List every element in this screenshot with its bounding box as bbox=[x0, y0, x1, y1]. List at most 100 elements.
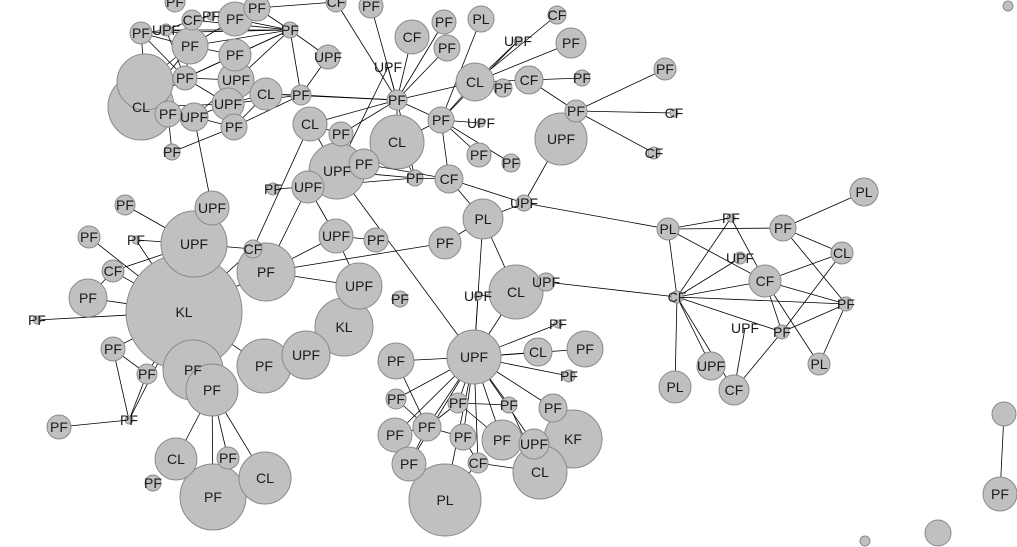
graph-node[interactable] bbox=[394, 19, 430, 55]
graph-node[interactable] bbox=[291, 170, 325, 204]
graph-node[interactable] bbox=[216, 446, 240, 470]
graph-node[interactable] bbox=[266, 182, 280, 196]
graph-node[interactable] bbox=[218, 38, 252, 72]
graph-node[interactable] bbox=[859, 535, 871, 547]
graph-node[interactable] bbox=[982, 476, 1017, 512]
graph-node[interactable] bbox=[318, 218, 354, 254]
graph-node[interactable] bbox=[769, 214, 797, 242]
graph-node[interactable] bbox=[434, 164, 464, 194]
graph-node[interactable] bbox=[446, 329, 502, 385]
graph-node[interactable] bbox=[131, 235, 141, 245]
graph-node[interactable] bbox=[433, 34, 461, 62]
graph-node[interactable] bbox=[774, 324, 790, 340]
graph-node[interactable] bbox=[718, 374, 750, 406]
graph-node[interactable] bbox=[1002, 0, 1014, 12]
graph-node[interactable] bbox=[243, 0, 271, 22]
graph-node[interactable] bbox=[406, 169, 424, 187]
graph-node[interactable] bbox=[462, 198, 504, 240]
graph-node[interactable] bbox=[748, 264, 782, 298]
graph-node[interactable] bbox=[377, 417, 413, 453]
graph-node[interactable] bbox=[369, 114, 425, 170]
graph-node[interactable] bbox=[172, 65, 198, 91]
graph-node[interactable] bbox=[116, 53, 174, 111]
graph-node[interactable] bbox=[455, 62, 495, 102]
graph-node[interactable] bbox=[391, 446, 427, 482]
graph-node[interactable] bbox=[838, 296, 854, 312]
graph-node[interactable] bbox=[363, 227, 389, 253]
graph-node[interactable] bbox=[573, 69, 591, 87]
graph-node[interactable] bbox=[555, 27, 587, 59]
graph-node[interactable] bbox=[328, 121, 354, 147]
graph-node[interactable] bbox=[670, 290, 684, 304]
graph-node[interactable] bbox=[488, 264, 544, 320]
graph-node[interactable] bbox=[114, 194, 136, 216]
graph-node[interactable] bbox=[163, 143, 181, 161]
graph-node[interactable] bbox=[726, 213, 736, 223]
graph-node[interactable] bbox=[206, 11, 216, 21]
graph-node[interactable] bbox=[154, 437, 198, 481]
graph-node[interactable] bbox=[68, 278, 108, 318]
graph-node[interactable] bbox=[566, 330, 604, 368]
graph-node[interactable] bbox=[185, 363, 239, 417]
graph-node[interactable] bbox=[129, 21, 153, 45]
graph-node[interactable] bbox=[428, 226, 462, 260]
graph-node[interactable] bbox=[136, 363, 158, 385]
graph-node[interactable] bbox=[160, 210, 228, 278]
graph-node[interactable] bbox=[473, 291, 483, 301]
graph-node[interactable] bbox=[144, 474, 162, 492]
graph-node[interactable] bbox=[159, 23, 173, 37]
graph-node[interactable] bbox=[335, 262, 383, 310]
graph-node[interactable] bbox=[447, 392, 469, 414]
graph-node[interactable] bbox=[243, 239, 263, 259]
graph-node[interactable] bbox=[386, 89, 408, 111]
graph-node[interactable] bbox=[124, 415, 134, 425]
graph-node[interactable] bbox=[431, 9, 457, 35]
graph-node[interactable] bbox=[377, 342, 415, 380]
graph-node[interactable] bbox=[924, 519, 952, 547]
graph-node[interactable] bbox=[154, 100, 182, 128]
graph-node[interactable] bbox=[32, 315, 42, 325]
graph-node[interactable] bbox=[101, 259, 125, 283]
graph-node[interactable] bbox=[385, 388, 407, 410]
graph-node[interactable] bbox=[653, 57, 677, 81]
graph-node[interactable] bbox=[194, 190, 230, 226]
graph-node[interactable] bbox=[46, 414, 72, 440]
graph-node[interactable] bbox=[325, 0, 347, 13]
graph-node[interactable] bbox=[562, 369, 576, 383]
graph-node[interactable] bbox=[647, 146, 661, 160]
graph-node[interactable] bbox=[220, 113, 248, 141]
graph-node[interactable] bbox=[547, 5, 567, 25]
graph-node[interactable] bbox=[449, 423, 477, 451]
graph-node[interactable] bbox=[501, 153, 521, 173]
graph-node[interactable] bbox=[658, 370, 692, 404]
graph-node[interactable] bbox=[249, 77, 283, 111]
graph-node[interactable] bbox=[669, 108, 679, 118]
graph-node[interactable] bbox=[513, 36, 523, 46]
graph-node[interactable] bbox=[358, 0, 384, 19]
graph-node[interactable] bbox=[523, 337, 553, 367]
graph-node[interactable] bbox=[179, 463, 247, 531]
graph-node[interactable] bbox=[518, 428, 550, 460]
graph-node[interactable] bbox=[427, 106, 455, 134]
graph-node[interactable] bbox=[656, 217, 680, 241]
graph-node[interactable] bbox=[315, 44, 341, 70]
graph-node[interactable] bbox=[100, 336, 126, 362]
graph-node[interactable] bbox=[514, 65, 544, 95]
graph-node[interactable] bbox=[553, 319, 563, 329]
graph-node[interactable] bbox=[408, 463, 482, 537]
graph-node[interactable] bbox=[281, 21, 299, 39]
graph-node[interactable] bbox=[696, 351, 726, 381]
graph-node[interactable] bbox=[476, 118, 486, 128]
graph-node[interactable] bbox=[467, 5, 495, 33]
graph-node[interactable] bbox=[830, 241, 854, 265]
graph-node[interactable] bbox=[412, 412, 442, 442]
graph-node[interactable] bbox=[290, 84, 312, 106]
graph-node[interactable] bbox=[536, 272, 556, 292]
graph-node[interactable] bbox=[391, 290, 409, 308]
graph-node[interactable] bbox=[534, 112, 588, 166]
graph-node[interactable] bbox=[467, 452, 489, 474]
graph-node[interactable] bbox=[500, 396, 518, 414]
graph-node[interactable] bbox=[564, 99, 588, 123]
graph-node[interactable] bbox=[807, 352, 831, 376]
graph-node[interactable] bbox=[281, 330, 331, 380]
